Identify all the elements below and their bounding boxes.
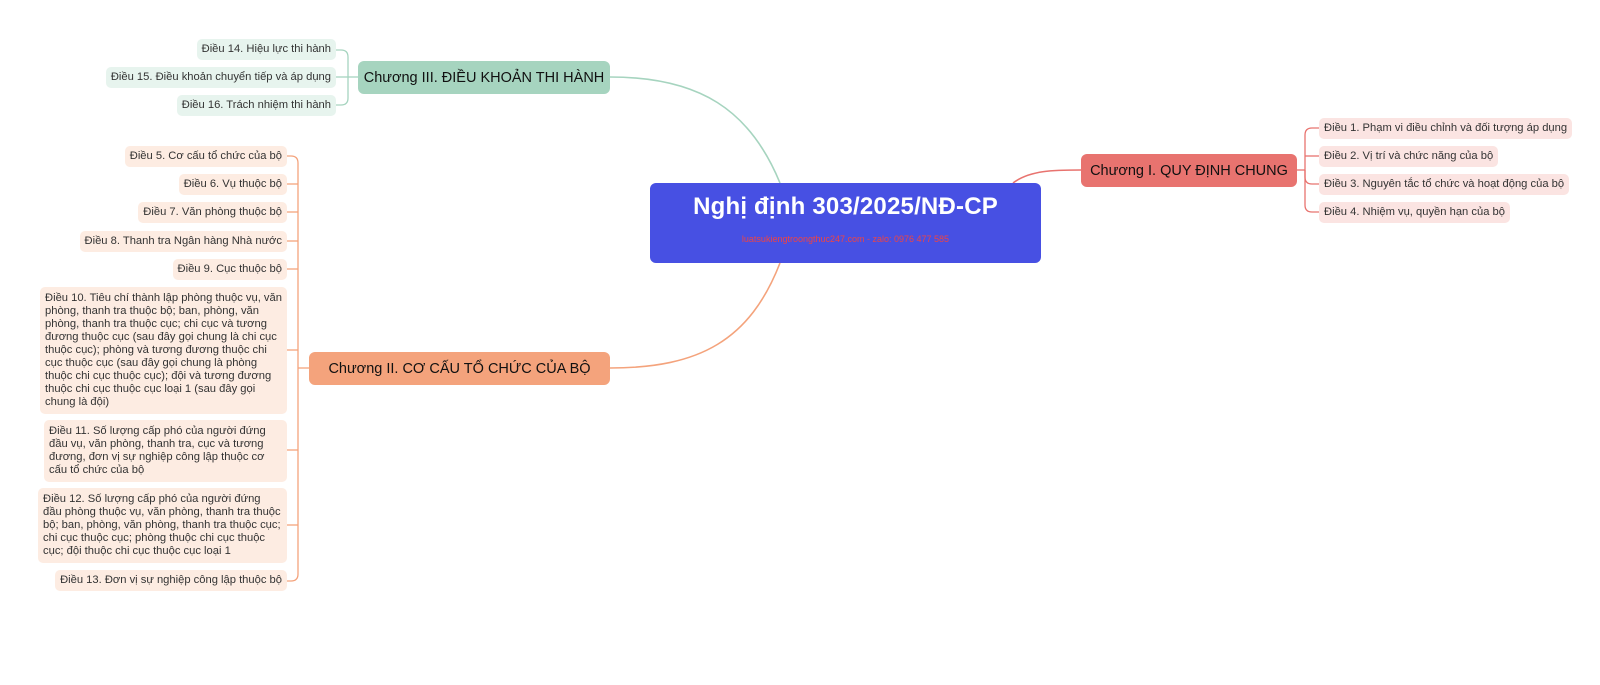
article-10[interactable]: Điều 10. Tiêu chí thành lập phòng thuộc … xyxy=(40,287,287,414)
bracket-chapter1 xyxy=(1297,127,1319,213)
article-5[interactable]: Điều 5. Cơ cấu tổ chức của bộ xyxy=(124,146,287,167)
article-7[interactable]: Điều 7. Văn phòng thuộc bộ xyxy=(138,202,287,223)
article-4[interactable]: Điều 4. Nhiệm vụ, quyền hạn của bộ xyxy=(1319,202,1510,223)
central-subtitle: luatsukiengtroongthuc247.com - zalo: 097… xyxy=(741,234,950,244)
connector-central-chapter3 xyxy=(609,76,781,184)
article-8[interactable]: Điều 8. Thanh tra Ngân hàng Nhà nước xyxy=(79,231,287,252)
article-14[interactable]: Điều 14. Hiệu lực thi hành xyxy=(196,39,336,60)
article-13[interactable]: Điều 13. Đơn vị sự nghiệp công lập thuộc… xyxy=(55,570,287,591)
article-16[interactable]: Điều 16. Trách nhiệm thi hành xyxy=(176,95,336,116)
article-15[interactable]: Điều 15. Điều khoản chuyển tiếp và áp dụ… xyxy=(105,67,336,88)
bracket-chapter3 xyxy=(336,49,358,106)
article-11[interactable]: Điều 11. Số lượng cấp phó của người đứng… xyxy=(44,420,287,482)
central-title: Nghị định 303/2025/NĐ-CP xyxy=(693,193,998,220)
article-6[interactable]: Điều 6. Vụ thuộc bộ xyxy=(178,174,287,195)
article-2[interactable]: Điều 2. Vị trí và chức năng của bộ xyxy=(1319,146,1499,167)
article-1[interactable]: Điều 1. Phạm vi điều chỉnh và đối tượng … xyxy=(1319,118,1573,139)
article-3[interactable]: Điều 3. Nguyên tắc tổ chức và hoạt động … xyxy=(1319,174,1570,195)
article-9[interactable]: Điều 9. Cục thuộc bộ xyxy=(172,259,287,280)
chapter-1-node[interactable]: Chương I. QUY ĐỊNH CHUNG xyxy=(1081,154,1297,187)
bracket-chapter2 xyxy=(287,155,309,582)
connector-central-chapter1 xyxy=(1012,169,1082,184)
chapter-3-node[interactable]: Chương III. ĐIỀU KHOẢN THI HÀNH xyxy=(358,61,610,94)
article-12[interactable]: Điều 12. Số lượng cấp phó của người đứng… xyxy=(38,488,287,563)
central-topic[interactable]: Nghị định 303/2025/NĐ-CP luatsukiengtroo… xyxy=(650,183,1041,263)
chapter-2-node[interactable]: Chương II. CƠ CẤU TỔ CHỨC CỦA BỘ xyxy=(309,352,610,385)
connector-central-chapter2 xyxy=(609,262,781,369)
